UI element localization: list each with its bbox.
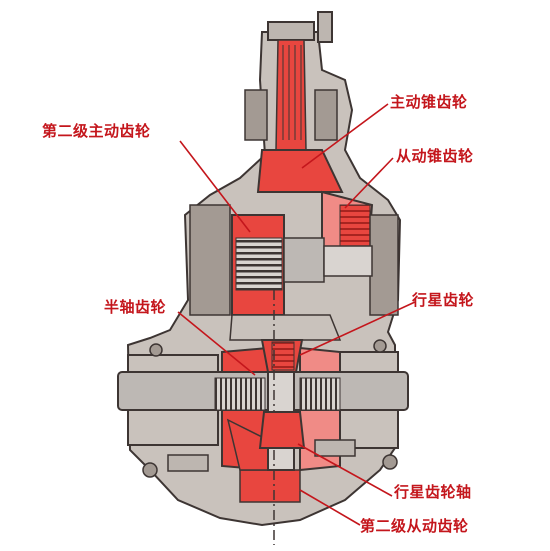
- label-planet-gear-shaft: 行星齿轮轴: [394, 483, 472, 501]
- label-driving-bevel-gear: 主动锥齿轮: [390, 93, 468, 111]
- label-side-gear: 半轴齿轮: [104, 298, 167, 316]
- side-gear-right: [299, 377, 341, 411]
- label-second-stage-driving-gear: 第二级主动齿轮: [42, 122, 151, 140]
- input-flange: [267, 21, 315, 41]
- label-second-stage-driven-gear: 第二级从动齿轮: [360, 517, 469, 535]
- side-gear-left: [214, 377, 266, 411]
- driving-bevel-gear: [256, 149, 344, 193]
- label-planet-gear: 行星齿轮: [412, 291, 475, 309]
- label-driven-bevel-gear: 从动锥齿轮: [396, 147, 474, 165]
- top-bolt: [317, 11, 333, 43]
